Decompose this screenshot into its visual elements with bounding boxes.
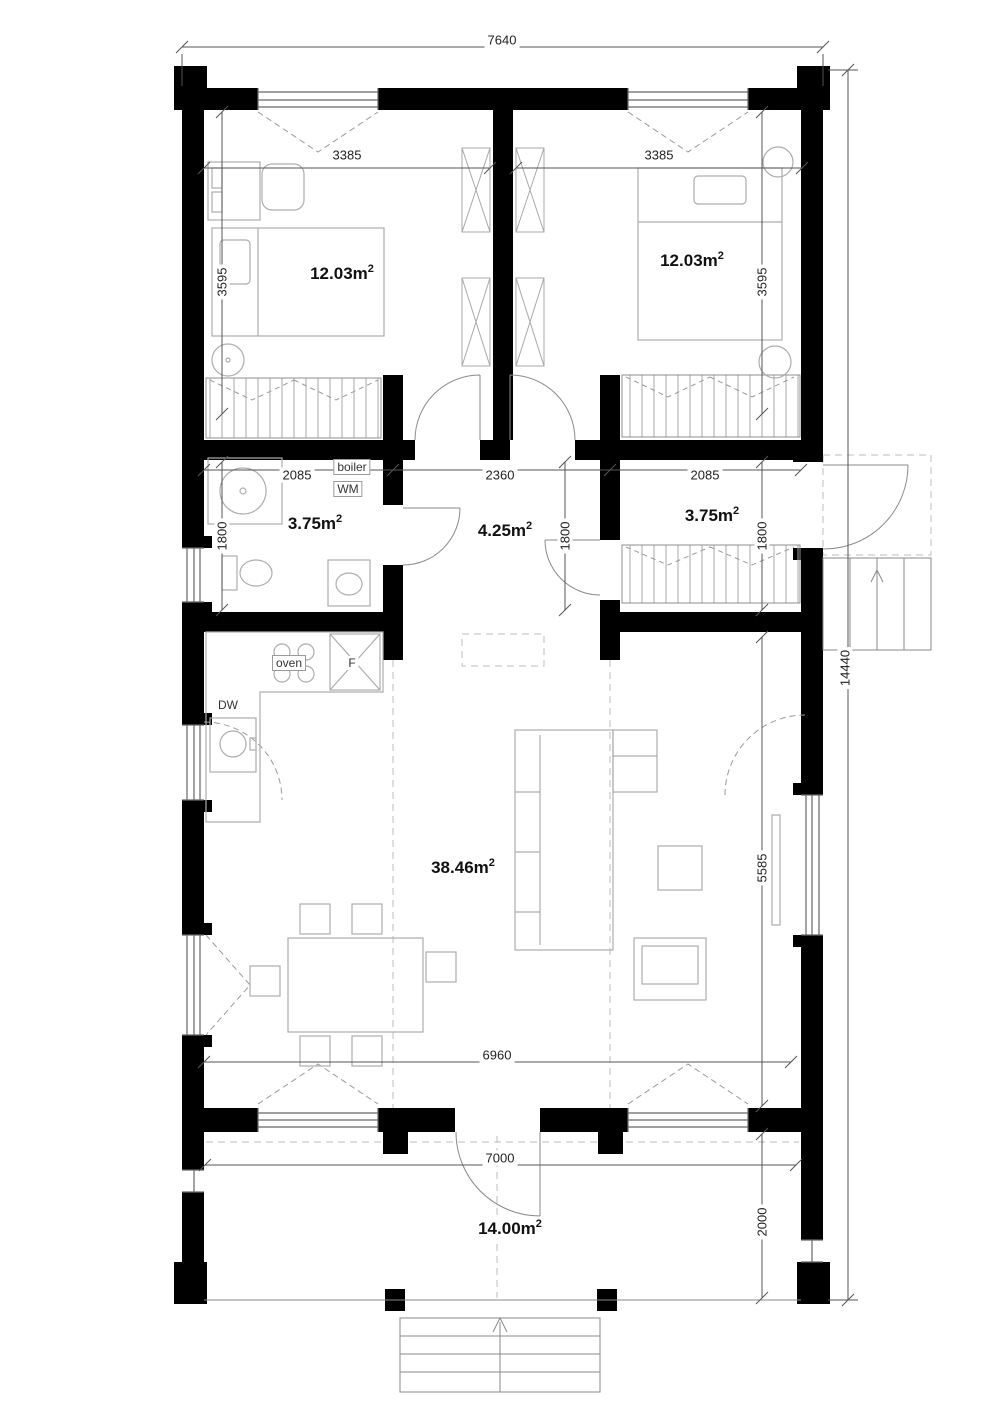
dim-hall-width: 2360 xyxy=(482,467,518,483)
room-area-hall: 4.25m2 xyxy=(472,519,538,541)
area-value: 12.03m xyxy=(310,263,368,283)
dim-total-height: 14440 xyxy=(837,646,853,690)
dim-bath-width: 2085 xyxy=(279,467,315,483)
room-area-bedroom-left: 12.03m2 xyxy=(305,262,379,284)
dishwasher-label: DW xyxy=(215,698,241,712)
wardrobes xyxy=(205,374,801,604)
door-swings xyxy=(402,374,909,1217)
wardrobe-door-lines xyxy=(209,376,795,566)
area-value: 4.25m xyxy=(477,520,527,540)
area-value: 14.00m xyxy=(478,1218,536,1238)
area-sup: 2 xyxy=(535,1218,542,1231)
area-sup: 2 xyxy=(717,250,724,263)
oven-label: oven xyxy=(271,655,307,671)
room-area-terrace: 14.00m2 xyxy=(473,1217,547,1239)
dim-bedroom-right-height: 3595 xyxy=(754,264,770,300)
dim-total-width: 7640 xyxy=(484,32,520,48)
washing-machine-label: WM xyxy=(333,481,363,497)
windows xyxy=(182,88,823,1263)
fridge-label: F xyxy=(345,656,359,670)
dim-entry-width: 2085 xyxy=(687,467,723,483)
area-value: 12.03m xyxy=(660,250,718,270)
dim-terrace-width: 7000 xyxy=(482,1150,518,1166)
area-sup: 2 xyxy=(488,857,495,870)
area-sup: 2 xyxy=(733,505,740,518)
area-value: 3.75m xyxy=(684,505,734,525)
area-value: 38.46m xyxy=(431,857,489,877)
dim-bath-height: 1800 xyxy=(214,518,230,554)
room-area-entry: 3.75m2 xyxy=(679,504,745,526)
area-sup: 2 xyxy=(367,263,374,276)
area-value: 3.75m xyxy=(287,513,337,533)
dim-living-width: 6960 xyxy=(479,1047,515,1063)
dim-bedroom-right-width: 3385 xyxy=(641,147,677,163)
dim-terrace-height: 2000 xyxy=(754,1204,770,1240)
window-swing-lines xyxy=(203,111,806,1105)
stairs xyxy=(204,557,932,1393)
dim-bedroom-left-height: 3595 xyxy=(214,264,230,300)
dim-entry-height: 1800 xyxy=(754,518,770,554)
room-area-living: 38.46m2 xyxy=(426,856,500,878)
closet-shafts xyxy=(461,147,545,367)
walls xyxy=(174,66,830,1311)
dim-hall-height: 1800 xyxy=(557,518,573,554)
room-area-bath: 3.75m2 xyxy=(282,512,348,534)
area-sup: 2 xyxy=(526,520,533,533)
area-sup: 2 xyxy=(336,513,343,526)
room-area-bedroom-right: 12.03m2 xyxy=(655,249,729,271)
dim-bedroom-left-width: 3385 xyxy=(329,147,365,163)
dim-living-height: 5585 xyxy=(754,850,770,886)
boiler-label: boiler xyxy=(333,459,371,475)
guide-lines xyxy=(206,454,932,1298)
